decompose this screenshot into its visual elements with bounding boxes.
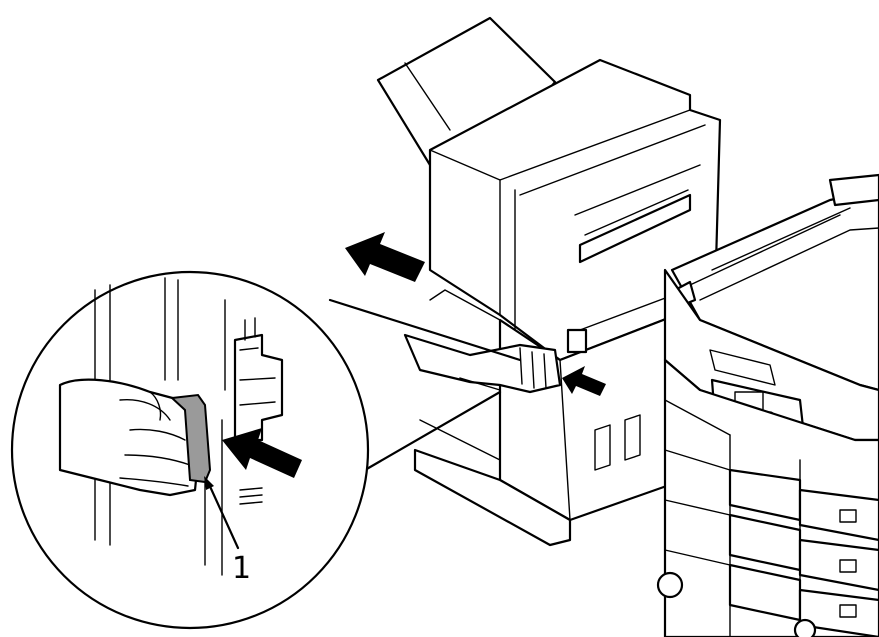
detail-zoom-circle: [10, 270, 522, 630]
tray-handle[interactable]: [839, 559, 857, 573]
finisher-slot: [578, 193, 692, 264]
release-lever[interactable]: [169, 393, 212, 484]
arrow-left-icon: [222, 428, 302, 478]
caster-wheel: [793, 618, 817, 637]
callout-label: 1: [232, 551, 251, 586]
hand-pulling-lever: [58, 378, 200, 497]
caster-wheel: [656, 571, 684, 599]
tray-handle[interactable]: [839, 509, 857, 523]
arrow-left-icon: [345, 232, 425, 282]
printer-main-unit: [656, 173, 879, 637]
finisher-base: [413, 448, 572, 547]
small-arrow-left-icon: [562, 366, 606, 396]
finisher-latch[interactable]: [566, 328, 588, 354]
hand-on-handle: [403, 333, 562, 394]
finisher-unit: [376, 16, 722, 547]
tray-handle[interactable]: [839, 604, 857, 618]
